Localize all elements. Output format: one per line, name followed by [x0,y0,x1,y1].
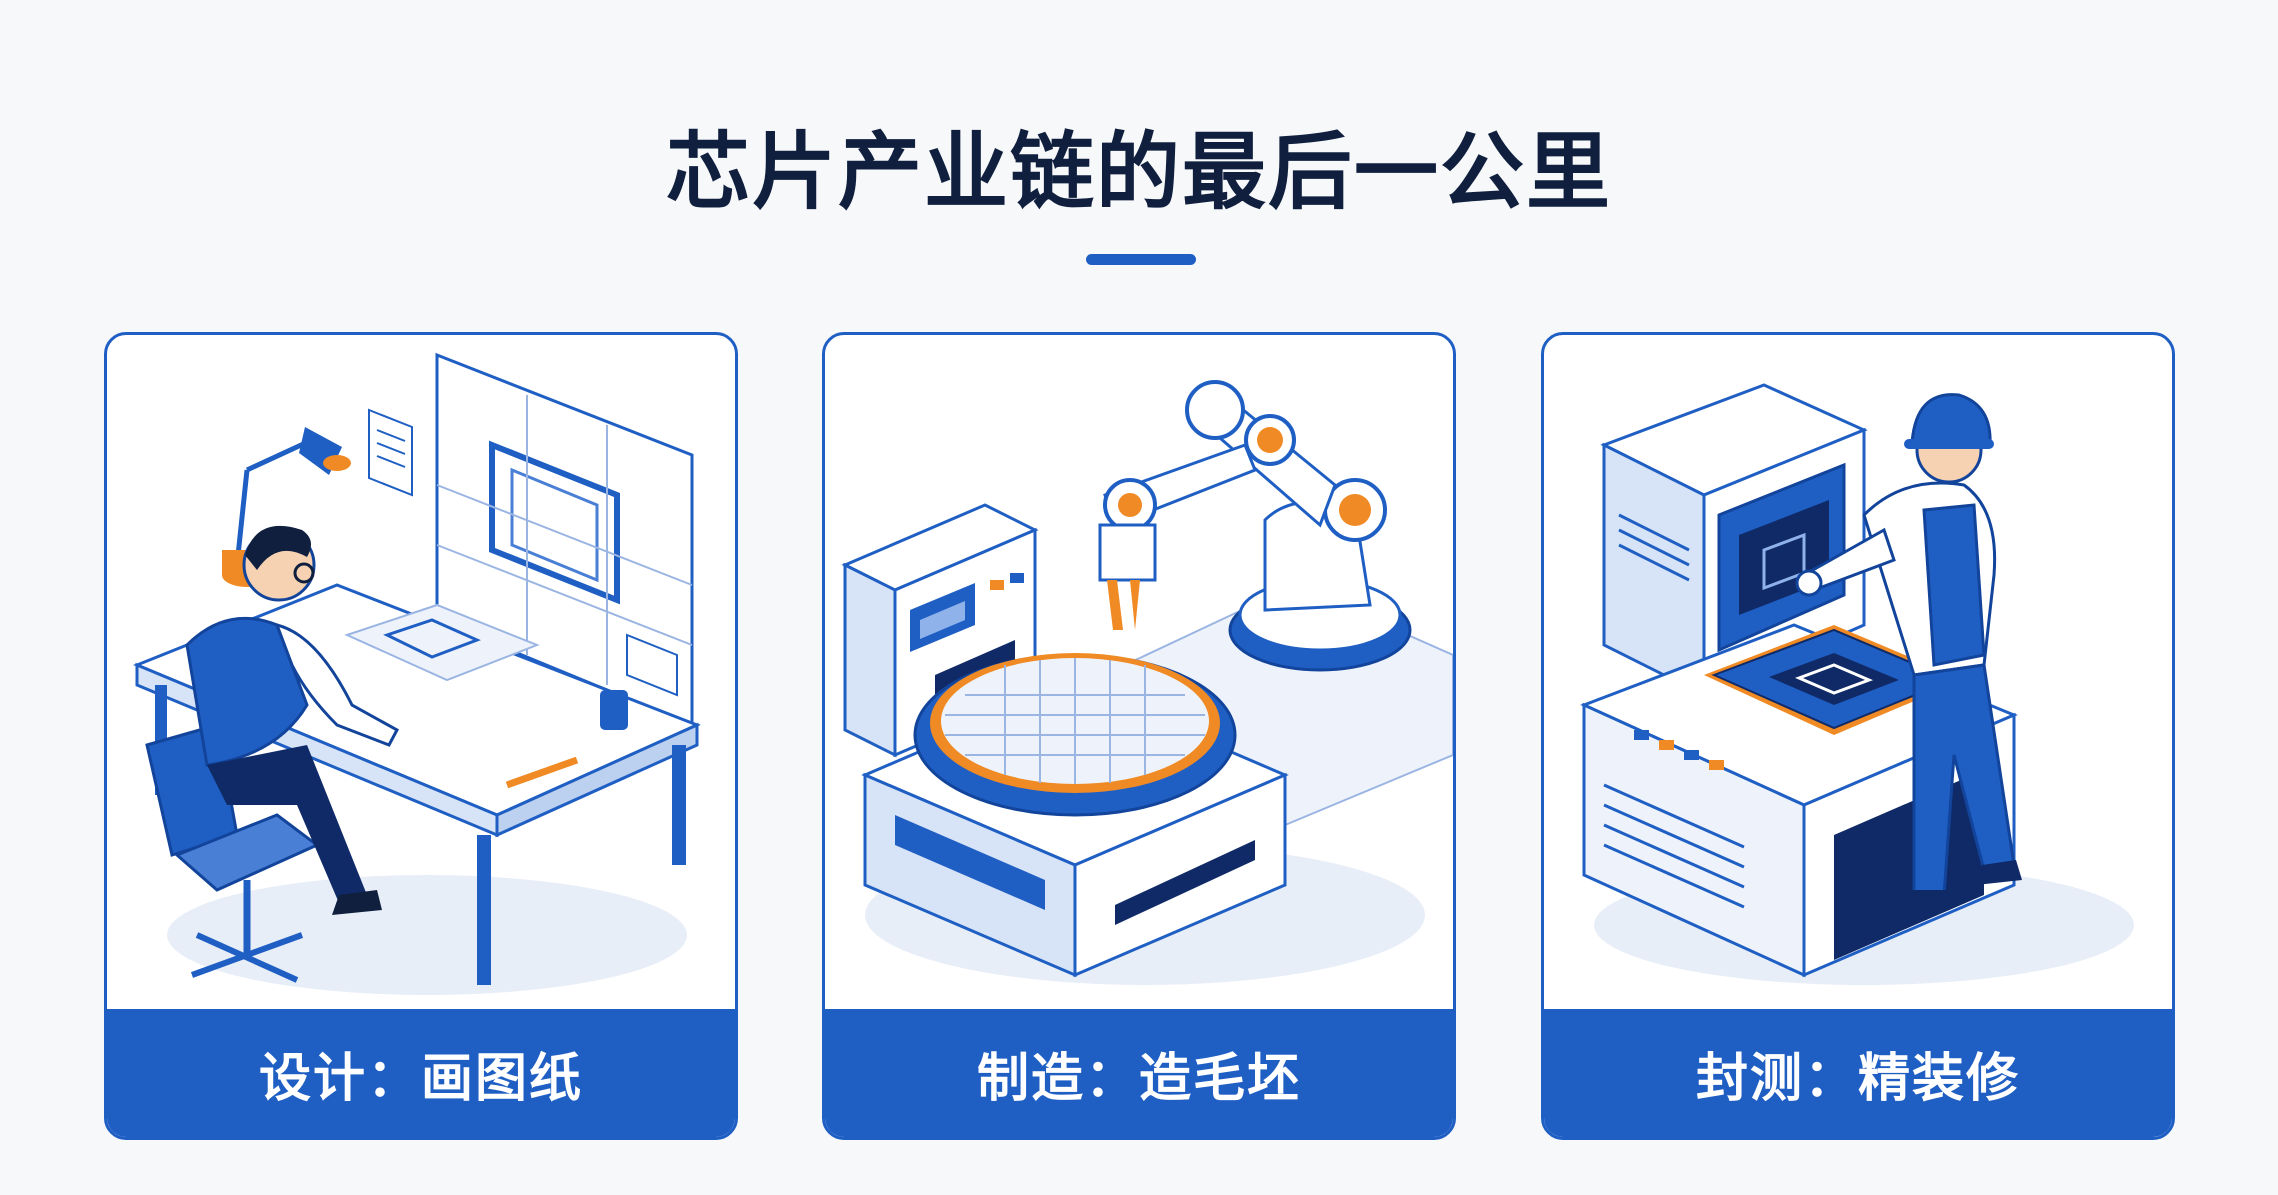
packaged-chip [1704,625,1964,735]
wafer-stage [861,653,1289,978]
packaging-testing-card: 封测：精装修 [1541,332,2175,1140]
design-card: 设计：画图纸 [104,332,738,1140]
packaging-testing-caption: 封测：精装修 [1544,1009,2172,1137]
manufacturing-caption: 制造：造毛坯 [825,1009,1453,1137]
technician-person [1795,393,2022,913]
packaging-testing-illustration [1580,383,2134,985]
manufacturing-illustration [841,380,1453,985]
designer-person [185,525,400,915]
title-underline [1086,254,1196,265]
robot-arm [1098,380,1412,672]
designer-illustration [133,352,701,995]
page-title: 芯片产业链的最后一公里 [665,123,1612,221]
design-caption: 设计：画图纸 [107,1009,735,1137]
manufacturing-card: 制造：造毛坯 [822,332,1456,1140]
